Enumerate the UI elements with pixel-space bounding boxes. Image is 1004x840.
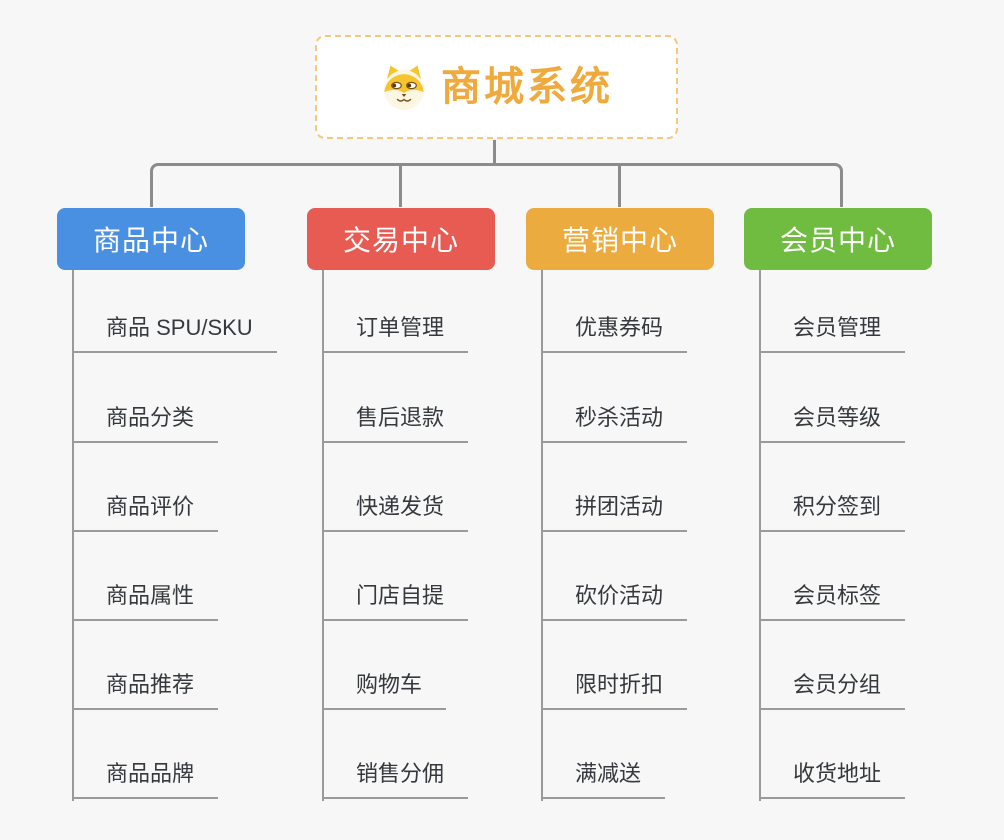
- branch-member-center: 会员中心 会员管理会员等级积分签到会员标签会员分组收货地址: [744, 208, 984, 808]
- leaf-item[interactable]: 购物车: [322, 670, 447, 710]
- root-node[interactable]: 商城系统: [315, 35, 678, 139]
- connector-elbow-left: [150, 163, 394, 207]
- leaf-item[interactable]: 秒杀活动: [541, 403, 688, 443]
- leaf-item[interactable]: 门店自提: [322, 581, 469, 621]
- leaf-item[interactable]: 商品评价: [72, 492, 219, 532]
- leaf-item[interactable]: 会员管理: [759, 313, 906, 353]
- leaf-item[interactable]: 砍价活动: [541, 581, 688, 621]
- leaf-item[interactable]: 商品分类: [72, 403, 219, 443]
- branch-header-member-center[interactable]: 会员中心: [744, 208, 932, 270]
- leaf-item[interactable]: 销售分佣: [322, 759, 469, 799]
- branch-items: 商品 SPU/SKU 商品分类商品评价商品属性商品推荐商品品牌: [57, 208, 297, 808]
- leaf-item[interactable]: 限时折扣: [541, 670, 688, 710]
- leaf-item[interactable]: 会员分组: [759, 670, 906, 710]
- leaf-item[interactable]: 商品 SPU/SKU: [72, 313, 277, 353]
- branch-items: 会员管理会员等级积分签到会员标签会员分组收货地址: [744, 208, 984, 808]
- connector-horizontal: [390, 163, 624, 166]
- connector-drop-trade: [399, 163, 402, 207]
- leaf-item[interactable]: 收货地址: [759, 759, 906, 799]
- leaf-item[interactable]: 订单管理: [322, 313, 469, 353]
- connector-drop-marketing: [618, 163, 621, 207]
- branch-spine: [322, 270, 324, 801]
- leaf-item[interactable]: 商品推荐: [72, 670, 219, 710]
- leaf-item[interactable]: 会员等级: [759, 403, 906, 443]
- leaf-item[interactable]: 积分签到: [759, 492, 906, 532]
- leaf-item[interactable]: 商品属性: [72, 581, 219, 621]
- branch-product-center: 商品中心 商品 SPU/SKU 商品分类商品评价商品属性商品推荐商品品牌: [57, 208, 297, 808]
- leaf-item[interactable]: 优惠券码: [541, 313, 688, 353]
- root-title: 商城系统: [441, 65, 613, 109]
- branch-items: 优惠券码秒杀活动拼团活动砍价活动限时折扣满减送: [526, 208, 766, 808]
- leaf-item[interactable]: 售后退款: [322, 403, 469, 443]
- leaf-item[interactable]: 满减送: [541, 759, 666, 799]
- branch-spine: [72, 270, 74, 801]
- branch-items: 订单管理售后退款快递发货门店自提购物车销售分佣: [307, 208, 547, 808]
- branch-spine: [759, 270, 761, 801]
- branch-header-trade-center[interactable]: 交易中心: [307, 208, 495, 270]
- leaf-item[interactable]: 拼团活动: [541, 492, 688, 532]
- branch-marketing-center: 营销中心 优惠券码秒杀活动拼团活动砍价活动限时折扣满减送: [526, 208, 766, 808]
- connector-elbow-right: [620, 163, 843, 207]
- branch-spine: [541, 270, 543, 801]
- connector-root-stub: [493, 140, 496, 164]
- dog-face-icon: [384, 65, 424, 110]
- branch-trade-center: 交易中心 订单管理售后退款快递发货门店自提购物车销售分佣: [307, 208, 547, 808]
- leaf-item[interactable]: 会员标签: [759, 581, 906, 621]
- branch-header-marketing-center[interactable]: 营销中心: [526, 208, 714, 270]
- branch-header-product-center[interactable]: 商品中心: [57, 208, 245, 270]
- leaf-item[interactable]: 快递发货: [322, 492, 469, 532]
- leaf-item[interactable]: 商品品牌: [72, 759, 219, 799]
